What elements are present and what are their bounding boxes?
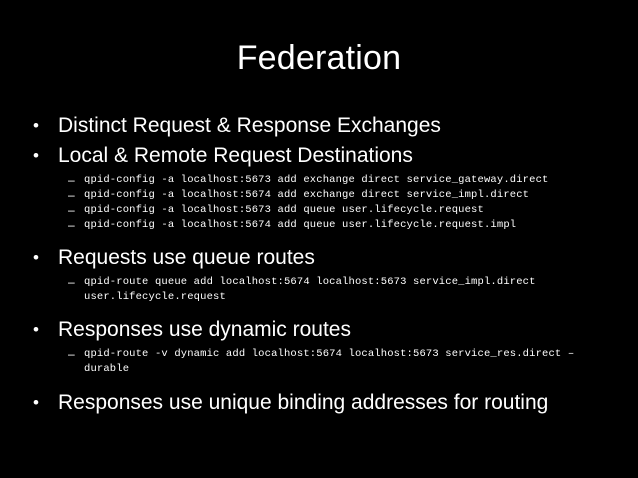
bullet-item-5-label: Responses use unique binding addresses f… [58,391,549,414]
bullet-item-4-label: Responses use dynamic routes [58,318,351,341]
bullet-marker-icon: • [33,116,39,135]
bullet-marker-icon: • [33,320,39,339]
bullet-item-1: • Distinct Request & Response Exchanges [24,112,624,139]
sub-bullet-code-continuation: user.lifecycle.request [84,291,226,303]
bullet-item-2: • Local & Remote Request Destinations [24,142,624,169]
sub-bullet-code: qpid-config -a localhost:5674 add queue … [84,219,517,231]
slide-title: Federation [236,39,402,77]
bullet-marker-icon: • [33,248,39,267]
bullet-item-3: • Requests use queue routes [24,244,624,271]
sub-bullet-marker-icon: – [68,275,75,289]
sub-bullet-code: qpid-config -a localhost:5674 add exchan… [84,189,530,201]
sub-bullet-code: qpid-route queue add localhost:5674 loca… [84,276,536,288]
sub-bullet-marker-icon: – [68,203,75,217]
bullet-item-1-label: Distinct Request & Response Exchanges [58,114,441,137]
sub-bullet-marker-icon: – [68,347,75,361]
bullet-item-4-sub-list: – qpid-route -v dynamic add localhost:56… [24,347,624,377]
bullet-marker-icon: • [33,146,39,165]
bullet-item-4: • Responses use dynamic routes [24,316,624,343]
sub-bullet-item: – qpid-config -a localhost:5674 add queu… [24,218,624,233]
bullet-item-3-label: Requests use queue routes [58,246,315,269]
bullet-marker-icon: • [33,393,39,412]
sub-bullet-item: – qpid-route -v dynamic add localhost:56… [24,347,624,377]
sub-bullet-item: – qpid-config -a localhost:5673 add exch… [24,173,624,188]
sub-bullet-item: – qpid-config -a localhost:5673 add queu… [24,203,624,218]
bullet-item-2-label: Local & Remote Request Destinations [58,144,413,167]
sub-bullet-code-continuation: durable [84,363,130,375]
bullet-item-2-sub-list: – qpid-config -a localhost:5673 add exch… [24,173,624,233]
sub-bullet-code: qpid-config -a localhost:5673 add queue … [84,204,484,216]
sub-bullet-code: qpid-config -a localhost:5673 add exchan… [84,174,549,186]
sub-bullet-item: – qpid-route queue add localhost:5674 lo… [24,275,624,305]
sub-bullet-item: – qpid-config -a localhost:5674 add exch… [24,188,624,203]
sub-bullet-code: qpid-route -v dynamic add localhost:5674… [84,348,575,360]
sub-bullet-marker-icon: – [68,218,75,232]
sub-bullet-marker-icon: – [68,173,75,187]
slide-body: • Distinct Request & Response Exchanges … [24,112,624,416]
sub-bullet-marker-icon: – [68,188,75,202]
bullet-item-3-sub-list: – qpid-route queue add localhost:5674 lo… [24,275,624,305]
bullet-item-5: • Responses use unique binding addresses… [24,389,624,416]
